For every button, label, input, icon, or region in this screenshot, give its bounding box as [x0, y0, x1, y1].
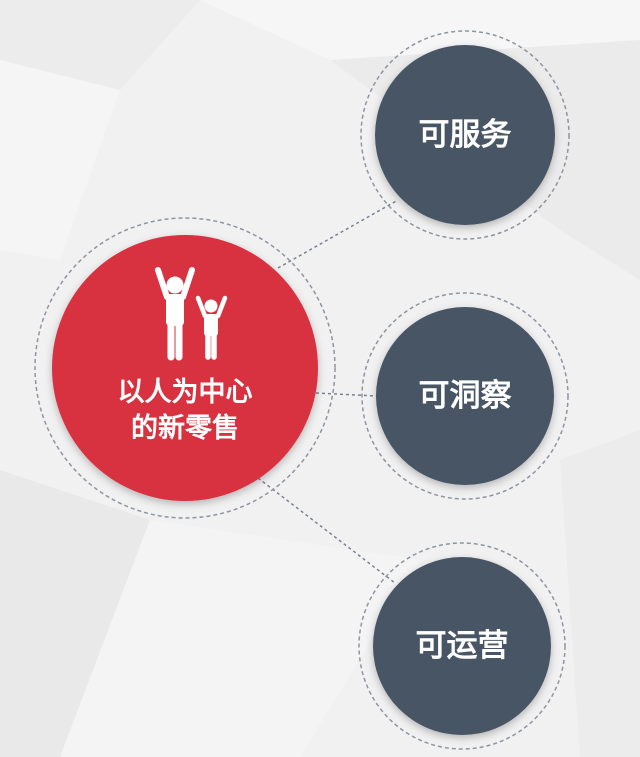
- connector-line-middle: [315, 392, 377, 397]
- node-middle: [376, 307, 554, 485]
- center-label-line2: 的新零售: [131, 413, 239, 444]
- center-node: [52, 235, 318, 501]
- node-bottom-label: 可运营: [415, 628, 509, 664]
- connector-line-bottom: [257, 477, 396, 584]
- node-top: [375, 45, 555, 225]
- node-bottom: [373, 557, 551, 735]
- connector-line-top: [277, 199, 399, 269]
- node-middle-label: 可洞察: [418, 378, 512, 414]
- center-label-line1: 以人为中心: [117, 377, 253, 408]
- node-top-outer-ring: [360, 30, 570, 240]
- center-node-outer-ring: [34, 217, 336, 519]
- people-cheering-icon: [155, 267, 228, 361]
- node-bottom-outer-ring: [358, 542, 566, 750]
- node-middle-outer-ring: [361, 292, 569, 500]
- node-top-label: 可服务: [418, 117, 512, 153]
- center-label: 以人为中心 的新零售: [65, 375, 305, 447]
